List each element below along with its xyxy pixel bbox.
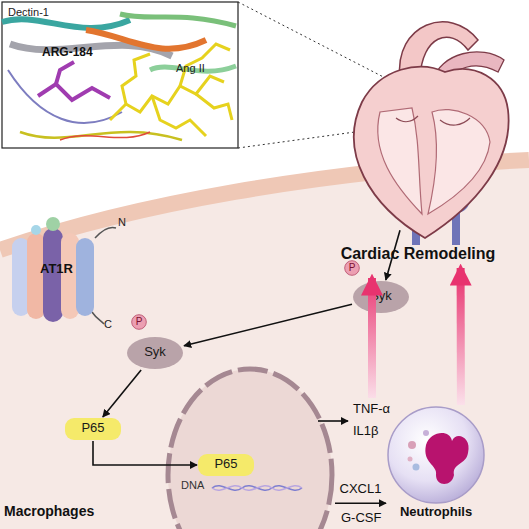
graphic-part: [132, 315, 147, 330]
graphic-part: [354, 67, 509, 238]
arrow-connector: [184, 304, 352, 346]
graphic-part: [127, 337, 183, 369]
graphic-part: [20, 132, 182, 140]
graphic-part: [413, 464, 420, 471]
graphic-part: [38, 84, 110, 100]
graphic-part: [8, 70, 122, 123]
arrow-connector: [93, 441, 197, 465]
heart-illustration: [300, 0, 529, 268]
node-text: P: [136, 316, 143, 328]
arrow-connector: [103, 370, 141, 417]
graphic-part: [428, 110, 490, 214]
free-label: Dectin-1: [8, 6, 49, 19]
node-text: P65: [214, 457, 237, 472]
graphic-part: [152, 96, 206, 136]
at1r-receptor: [12, 217, 116, 324]
syk-node: Syk: [352, 280, 410, 314]
graphic-part: [345, 261, 360, 276]
node-text: Syk: [370, 289, 392, 304]
graphic-part: [2, 2, 238, 148]
remodeling-arrow: [457, 268, 465, 405]
p65-node: P65: [197, 453, 255, 477]
graphic-part: [388, 407, 484, 503]
free-label: AT1R: [40, 262, 73, 277]
graphic-part: [440, 118, 470, 125]
nuc-node: DNA P65: [165, 365, 335, 529]
node-text: Neutrophils: [400, 505, 472, 520]
graphic-part: [60, 132, 150, 140]
p-node: P: [131, 314, 147, 330]
dna-strand: [212, 486, 302, 491]
free-label: G-CSF: [341, 511, 381, 526]
free-label: TNF-α: [353, 402, 390, 417]
graphic-part: [95, 227, 116, 238]
free-label: C: [104, 318, 112, 331]
arrow-connector: [335, 502, 386, 504]
node-text: Syk: [144, 345, 166, 360]
remodeling-arrow: [368, 278, 376, 398]
graphic-part: [122, 54, 150, 104]
node-text: P65: [81, 421, 104, 436]
graphic-part: [168, 369, 332, 529]
graphic-part: [396, 116, 418, 122]
free-label: Macrophages: [4, 503, 94, 519]
heart-node: Cardiac Remodeling: [300, 0, 529, 268]
graphic-part: [56, 62, 74, 84]
p-node: P: [344, 260, 360, 276]
graphic-part: [120, 14, 236, 26]
graphic-part: [92, 312, 104, 324]
graphic-part: [2, 19, 130, 28]
graphic-part: [46, 217, 60, 231]
graphic-part: [31, 225, 41, 235]
neutrophil-cell: [386, 405, 486, 505]
graphic-part: [425, 433, 468, 484]
free-label: Ang II: [176, 62, 205, 75]
p65-node: P65: [64, 417, 122, 441]
zoom-inset: [2, 2, 238, 148]
node-text: P: [349, 262, 356, 274]
graphic-part: [198, 454, 254, 476]
secretion-arrow: [318, 420, 348, 422]
neu-node: Neutrophils: [386, 405, 486, 505]
graphic-part: [76, 238, 94, 316]
dna-strand: [212, 486, 302, 491]
nucleus-shape: [165, 365, 335, 529]
graphic-part: [65, 418, 121, 440]
arrow-connector: [386, 230, 400, 280]
graphic-part: [378, 108, 422, 214]
node-text: Cardiac Remodeling: [341, 245, 496, 263]
graphic-part: [353, 281, 409, 313]
graphic-part: [408, 457, 413, 462]
graphic-part: [86, 30, 206, 49]
graphic-part: [196, 94, 232, 120]
graphic-part: [408, 441, 416, 449]
free-label: N: [118, 216, 126, 229]
syk-node: Syk: [126, 336, 184, 370]
node-text: DNA: [181, 479, 204, 492]
free-label: IL1β: [353, 424, 379, 439]
edge-label: CXCL1: [340, 482, 382, 497]
graphic-part: [423, 430, 429, 436]
free-label: ARG-184: [42, 46, 93, 60]
